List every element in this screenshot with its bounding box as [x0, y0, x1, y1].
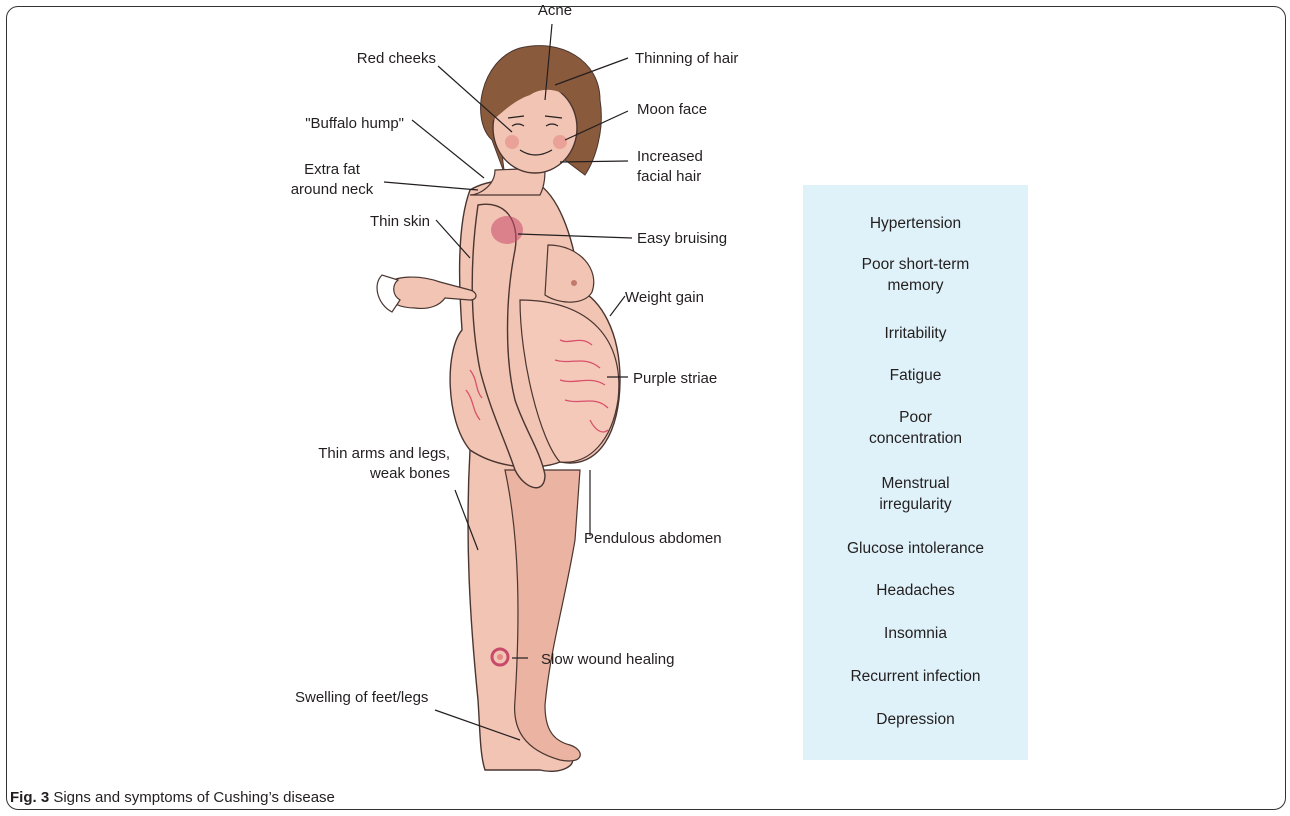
bruise [491, 216, 523, 244]
symptom-item: Fatigue [803, 365, 1028, 386]
symptom-item: Glucose intolerance [803, 538, 1028, 559]
symptom-item: Headaches [803, 580, 1028, 601]
label-extra-fat-1: Extra fat [304, 161, 361, 178]
label-slow-wound: Slow wound healing [541, 651, 674, 668]
label-thin-skin: Thin skin [370, 213, 430, 230]
symptom-item: Depression [803, 709, 1028, 730]
label-purple-striae: Purple striae [633, 370, 717, 387]
label-buffalo-hump: "Buffalo hump" [305, 115, 404, 132]
caption-text: Signs and symptoms of Cushing’s disease [53, 789, 335, 806]
label-weight-gain: Weight gain [625, 289, 704, 306]
red-cheek [553, 135, 567, 149]
label-extra-fat-2: around neck [291, 181, 374, 198]
label-thinning-hair: Thinning of hair [635, 50, 738, 67]
symptom-item: Hypertension [803, 213, 1028, 234]
label-thin-arms-2: weak bones [369, 465, 450, 482]
label-increased-facial-hair-2: facial hair [637, 168, 701, 185]
label-moon-face: Moon face [637, 101, 707, 118]
symptom-item: Insomnia [803, 623, 1028, 644]
nipple [571, 280, 577, 286]
symptom-item: Poor concentration [803, 407, 1028, 449]
symptom-item: Recurrent infection [803, 666, 1028, 687]
label-acne: Acne [538, 2, 572, 19]
label-easy-bruising: Easy bruising [637, 230, 727, 247]
systemic-symptom-panel: Hypertension Poor short-term memory Irri… [803, 185, 1028, 760]
symptom-item: Poor short-term memory [803, 254, 1028, 296]
symptom-item: Menstrual irregularity [803, 473, 1028, 515]
label-increased-facial-hair-1: Increased [637, 148, 703, 165]
figure-caption: Fig. 3 Signs and symptoms of Cushing’s d… [10, 789, 335, 806]
wound-center [497, 654, 503, 660]
label-red-cheeks: Red cheeks [357, 50, 436, 67]
label-pendulous-abdomen: Pendulous abdomen [584, 530, 722, 547]
red-cheek [505, 135, 519, 149]
breast [545, 245, 594, 302]
symptom-item: Irritability [803, 323, 1028, 344]
label-thin-arms-1: Thin arms and legs, [318, 445, 450, 462]
caption-label: Fig. 3 [10, 789, 49, 806]
label-swelling: Swelling of feet/legs [295, 689, 428, 706]
